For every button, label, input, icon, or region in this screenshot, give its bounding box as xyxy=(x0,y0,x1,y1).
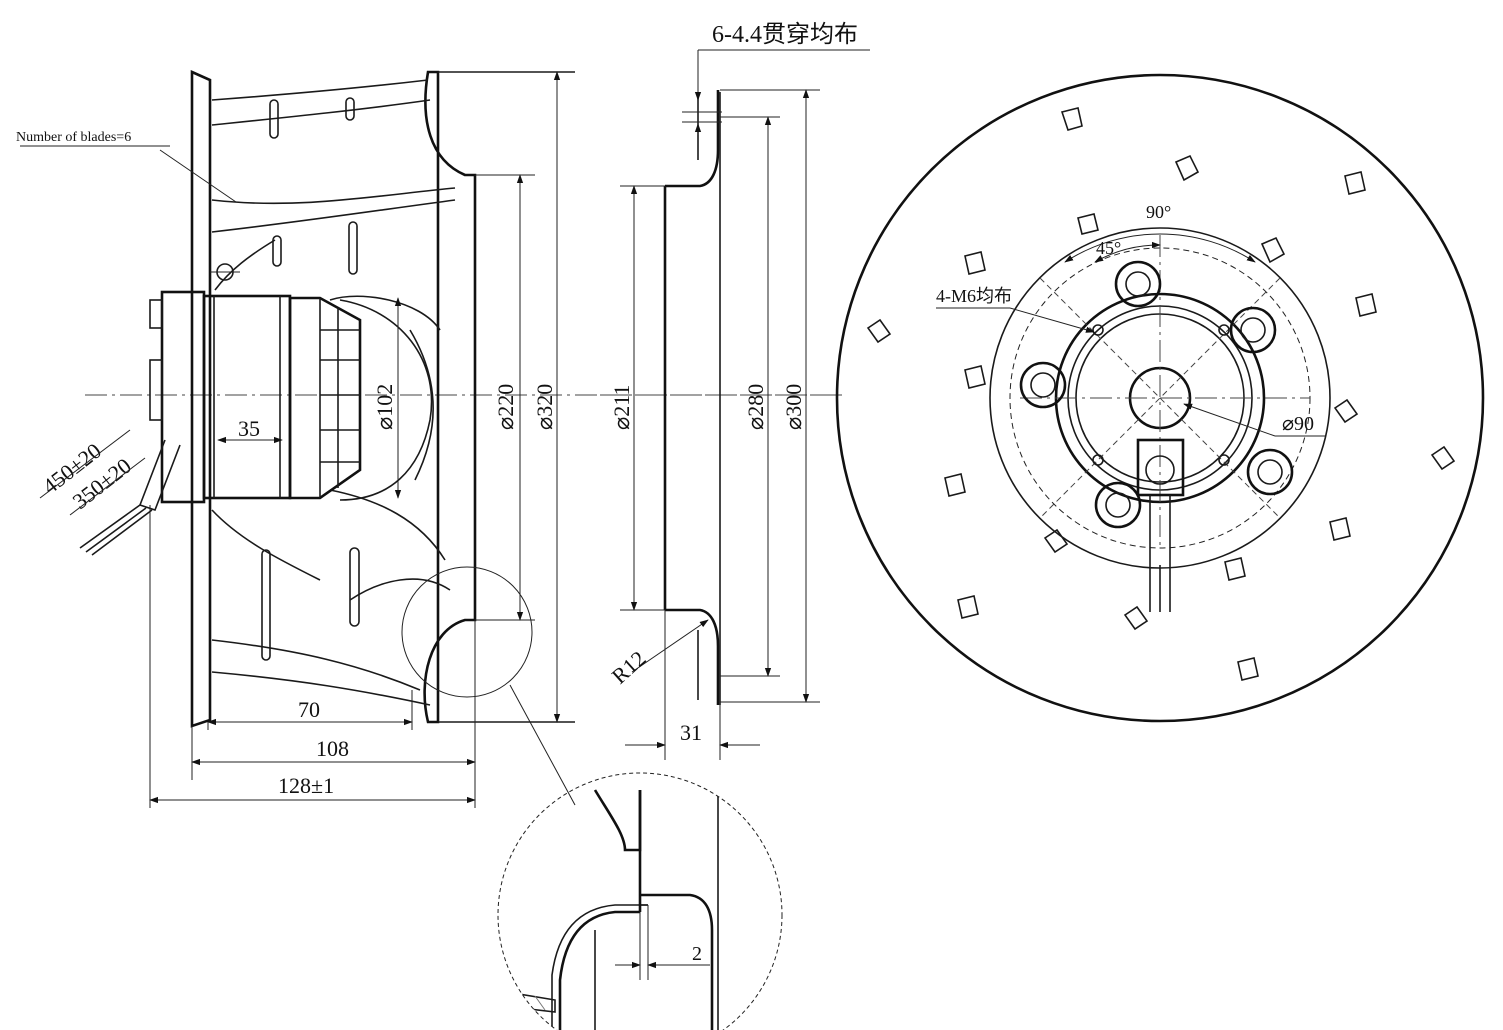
blades-upper xyxy=(211,79,456,331)
angle-90-label: 90° xyxy=(1146,202,1171,222)
dim-d300: ⌀300 xyxy=(781,384,806,430)
dim-d220: ⌀220 xyxy=(493,384,518,430)
radius-r12-label: R12 xyxy=(607,646,651,689)
dim-128: 128±1 xyxy=(278,773,334,798)
screws-note: 4-M6均布 xyxy=(936,286,1012,306)
dim-d280: ⌀280 xyxy=(743,384,768,430)
cable xyxy=(79,439,181,556)
detail-view: 2 xyxy=(497,772,783,1030)
dim-d102: ⌀102 xyxy=(372,384,397,430)
cable-gland xyxy=(1136,438,1185,612)
motor-body xyxy=(202,294,292,500)
outer-shroud-circle xyxy=(835,73,1485,723)
mount-bosses xyxy=(1019,260,1294,529)
dim-d90: ⌀90 xyxy=(1282,413,1314,435)
holes-note: 6-4.4贯穿均布 xyxy=(712,21,858,48)
dim-d211: ⌀211 xyxy=(609,385,634,430)
dim-d320: ⌀320 xyxy=(532,384,557,430)
detail-circle xyxy=(497,772,783,1030)
shroud-notches xyxy=(866,107,1456,681)
dim-gap-2: 2 xyxy=(692,943,702,965)
back-plate xyxy=(190,69,212,728)
dim-31: 31 xyxy=(680,720,702,745)
dim-35: 35 xyxy=(238,416,260,441)
rotor xyxy=(288,296,362,500)
blades-lower xyxy=(211,489,451,706)
section-view: ⌀211 ⌀280 ⌀300 31 R12 6-4.4贯穿均布 xyxy=(600,21,870,760)
blades-note: Number of blades=6 xyxy=(16,130,131,145)
detail-circle-marker xyxy=(401,566,533,698)
motor xyxy=(149,263,362,504)
motor-cap xyxy=(160,290,206,504)
angle-45-label: 45° xyxy=(1096,238,1121,258)
dim-108: 108 xyxy=(316,736,349,761)
inlet-ring-profile xyxy=(665,90,720,188)
front-view: 90° 45° 4-M6均布 ⌀90 xyxy=(835,73,1485,723)
dim-70: 70 xyxy=(298,697,320,722)
